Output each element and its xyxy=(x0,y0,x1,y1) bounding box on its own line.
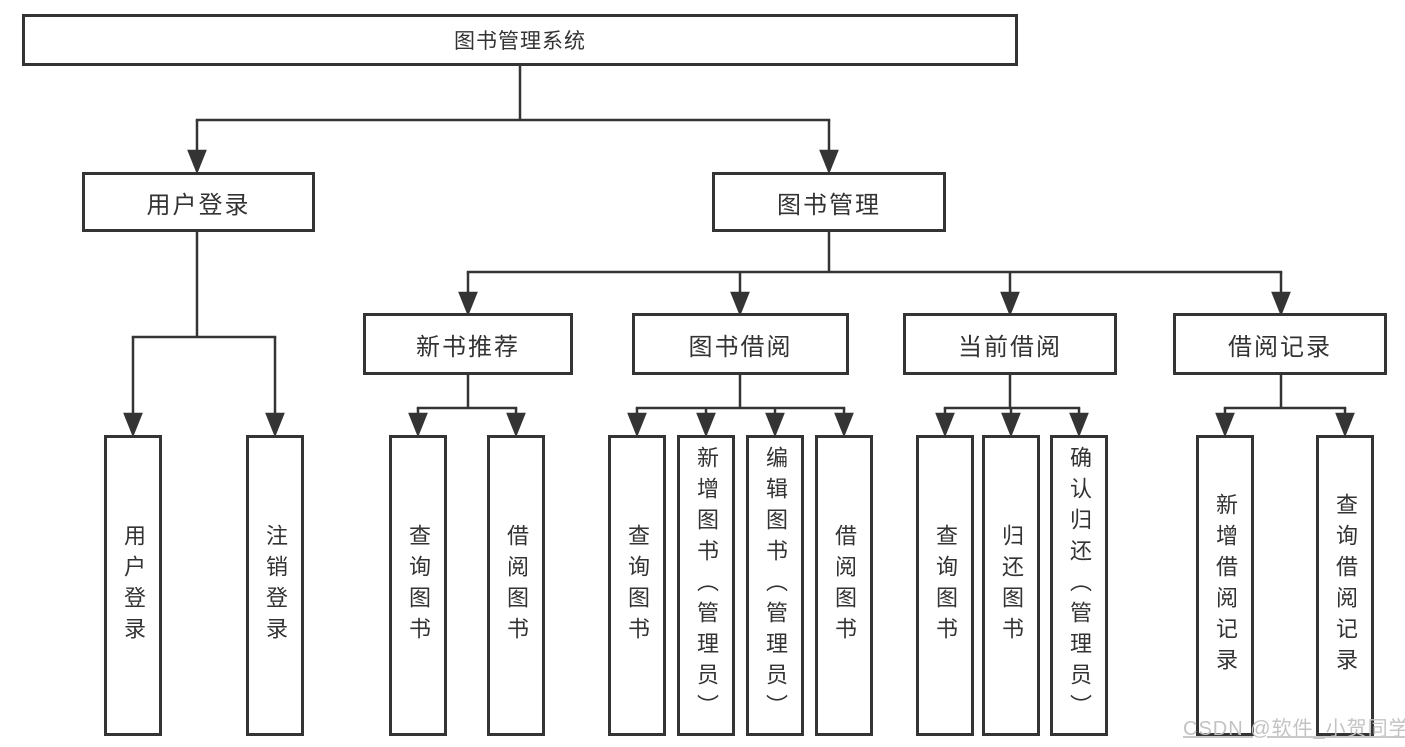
node-confirm-return-admin: 确认归还（管理员） xyxy=(1050,435,1108,736)
node-current-borrowing: 当前借阅 xyxy=(903,313,1117,375)
node-query-books-recommend: 查询图书 xyxy=(389,435,447,736)
node-query-borrow-record: 查询借阅记录 xyxy=(1316,435,1374,736)
connector-book-borrowing-to-leaves xyxy=(627,373,854,438)
node-library-management-system: 图书管理系统 xyxy=(22,14,1018,66)
node-add-books-admin: 新增图书（管理员） xyxy=(677,435,735,736)
connector-new-book-recommendation-to-leaves xyxy=(408,373,526,438)
connector-user-login-to-leaves xyxy=(123,230,285,438)
connector-root-to-level2 xyxy=(187,66,839,175)
node-book-management: 图书管理 xyxy=(712,172,946,232)
node-new-book-recommendation: 新书推荐 xyxy=(363,313,573,375)
node-borrow-books-borrowing: 借阅图书 xyxy=(815,435,873,736)
node-borrowing-records: 借阅记录 xyxy=(1173,313,1387,375)
node-add-borrow-record: 新增借阅记录 xyxy=(1196,435,1254,736)
connector-current-borrowing-to-leaves xyxy=(935,373,1089,438)
node-book-borrowing: 图书借阅 xyxy=(632,313,849,375)
node-return-books: 归还图书 xyxy=(982,435,1040,736)
node-query-books-current: 查询图书 xyxy=(916,435,974,736)
node-edit-books-admin: 编辑图书（管理员） xyxy=(746,435,804,736)
connector-book-management-to-level3 xyxy=(458,230,1291,317)
connector-borrowing-records-to-leaves xyxy=(1215,373,1355,438)
csdn-watermark: CSDN @软件_小贺同学 xyxy=(1183,718,1405,740)
node-borrow-books-recommend: 借阅图书 xyxy=(487,435,545,736)
node-query-books-borrowing: 查询图书 xyxy=(608,435,666,736)
node-user-login-leaf: 用户登录 xyxy=(104,435,162,736)
node-user-login: 用户登录 xyxy=(82,172,315,232)
node-logout-leaf: 注销登录 xyxy=(246,435,304,736)
